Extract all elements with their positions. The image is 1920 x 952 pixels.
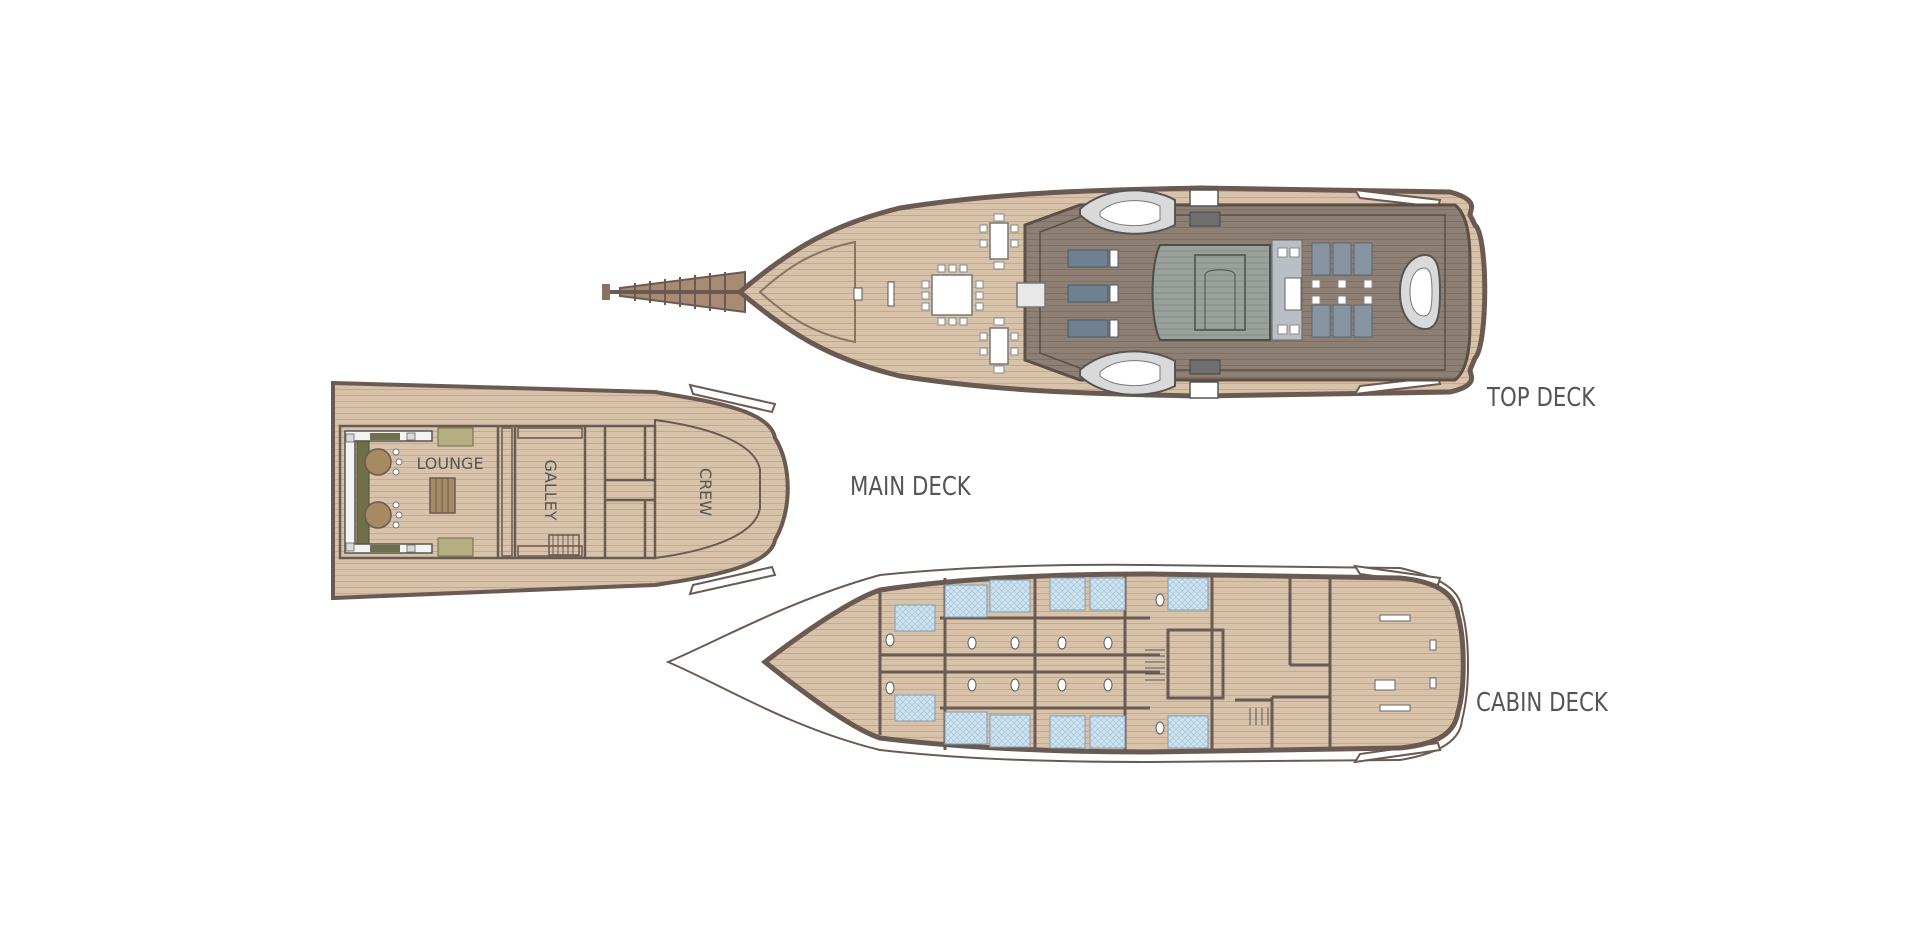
stern-fittings: [1374, 614, 1437, 712]
room-label-galley: GALLEY: [541, 459, 560, 520]
cabin-stairs: [1145, 649, 1269, 725]
tender-boat-bottom: [1079, 350, 1176, 396]
deck-label-cabin: CABIN DECK: [1476, 688, 1608, 718]
shade-loungers: [1311, 242, 1373, 338]
wheelhouse: [1151, 244, 1271, 341]
cabin-beds: [894, 577, 1209, 749]
top-deck: [602, 185, 1488, 399]
lounge-bar: [429, 477, 456, 514]
room-label-lounge: LOUNGE: [416, 454, 483, 473]
dining-area: [853, 213, 1046, 374]
lounge-cabinets: [437, 427, 474, 557]
bowsprit: [602, 270, 746, 314]
stern-dinghy: [1398, 253, 1442, 331]
lounge-sofa: [344, 430, 433, 554]
galley-counters: [501, 427, 583, 557]
lounge-tables: [364, 448, 403, 529]
cabin-deck: [665, 563, 1469, 764]
room-label-crew: CREW: [696, 468, 715, 516]
tender-boat-top: [1079, 189, 1176, 235]
sunbeds: [1067, 249, 1119, 338]
deck-label-main: MAIN DECK: [850, 472, 971, 502]
top-lounge: [1271, 239, 1303, 341]
cabin-toilets: [885, 593, 1165, 735]
main-deck: LOUNGE GALLEY CREW: [331, 380, 790, 601]
deck-label-top: TOP DECK: [1487, 383, 1596, 413]
